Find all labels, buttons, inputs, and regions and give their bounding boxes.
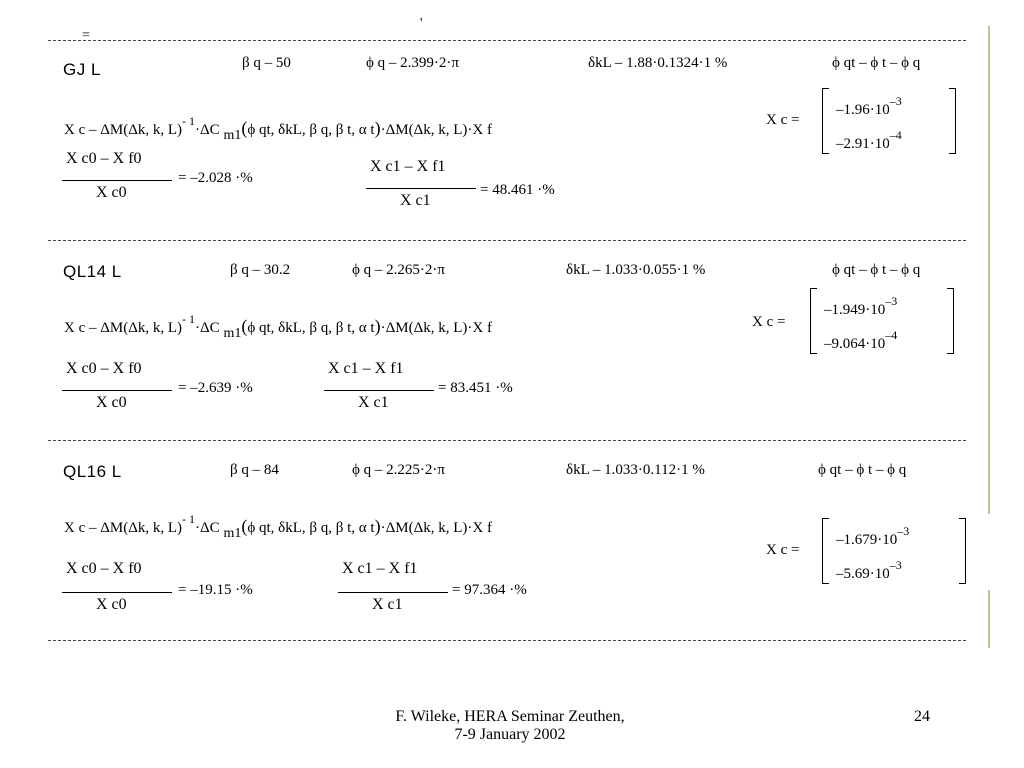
phi-qt-def: ϕ qt – ϕ t – ϕ q <box>832 262 921 278</box>
separator-2 <box>48 440 966 441</box>
dkl-def: δkL – 1.033·0.112·1 % <box>566 462 705 478</box>
beta-q-def: β q – 84 <box>230 462 279 478</box>
xc-equation-args: ϕ qt, δkL, β q, β t, α t <box>247 122 375 138</box>
xc-equation-dc: ·ΔC <box>195 520 220 536</box>
phi-q-def: ϕ q – 2.399·2·π <box>366 55 459 71</box>
matrix-bracket-right <box>947 288 954 354</box>
section-title: QL16 L <box>63 462 122 481</box>
fraction-bar <box>324 390 434 391</box>
phi-q-def: ϕ q – 2.225·2·π <box>352 462 445 478</box>
dkl-def: δkL – 1.88·0.1324·1 % <box>588 55 728 71</box>
xc-result-matrix: –1.96·10–3 –2.91·10–4 <box>822 88 956 154</box>
separator-3 <box>48 640 966 641</box>
fraction-denominator: X c0 <box>96 394 127 411</box>
fraction-numerator: X c1 – X f1 <box>328 360 404 377</box>
fraction-numerator: X c1 – X f1 <box>370 158 446 175</box>
phi-qt-def: ϕ qt – ϕ t – ϕ q <box>832 55 921 71</box>
relative-change-0: X c0 – X f0 X c0 <box>62 560 172 622</box>
matrix-bracket-right <box>959 518 966 584</box>
relative-change-1: X c1 – X f1 X c1 <box>324 360 434 420</box>
relative-change-1: X c1 – X f1 X c1 <box>338 560 448 622</box>
xc-equation-lhs: X c – ΔM(Δk, k, L) <box>64 320 183 336</box>
matrix-cell-1: –5.69·10–3 <box>836 558 902 582</box>
xc-equation-m1: m1 <box>223 128 242 143</box>
relative-change-1-value: = 97.364 ·% <box>452 582 527 598</box>
xc-equation-m1: m1 <box>223 526 242 541</box>
xc-equation-dc: ·ΔC <box>195 122 220 138</box>
xc-equation: X c – ΔM(Δk, k, L)- 1·ΔC m1(ϕ qt, δkL, β… <box>64 114 492 143</box>
fraction-numerator: X c0 – X f0 <box>66 560 142 577</box>
relative-change-0-value: = –2.028 ·% <box>178 170 253 186</box>
relative-change-1-value: = 83.451 ·% <box>438 380 513 396</box>
footer-line-2: 7-9 January 2002 <box>454 726 566 743</box>
top-mark-center: ' <box>420 16 423 31</box>
section-title: QL14 L <box>63 262 122 281</box>
xc-result-label: X c = <box>766 542 800 558</box>
matrix-cell-0: –1.679·10–3 <box>836 524 910 548</box>
footer-citation: F. Wileke, HERA Seminar Zeuthen, 7-9 Jan… <box>340 708 680 744</box>
fraction-numerator: X c0 – X f0 <box>66 150 142 167</box>
xc-equation-m1: m1 <box>223 326 242 341</box>
matrix-cell-1: –2.91·10–4 <box>836 128 902 152</box>
footer-line-1: F. Wileke, HERA Seminar Zeuthen, <box>395 708 625 725</box>
xc-equation: X c – ΔM(Δk, k, L)- 1·ΔC m1(ϕ qt, δkL, β… <box>64 312 492 341</box>
fraction-bar <box>62 180 172 181</box>
relative-change-1: X c1 – X f1 X c1 <box>366 158 476 218</box>
xc-result-label: X c = <box>752 314 786 330</box>
dkl-def: δkL – 1.033·0.055·1 % <box>566 262 706 278</box>
fraction-bar <box>338 592 448 593</box>
green-rule-bottom <box>988 590 990 648</box>
xc-equation: X c – ΔM(Δk, k, L)- 1·ΔC m1(ϕ qt, δkL, β… <box>64 512 492 541</box>
matrix-cell-1: –9.064·10–4 <box>824 328 898 352</box>
phi-qt-def: ϕ qt – ϕ t – ϕ q <box>818 462 907 478</box>
inverse-exponent: - 1 <box>182 114 196 128</box>
xc-equation-tail: ·ΔM(Δk, k, L)·X f <box>380 320 492 336</box>
beta-q-def: β q – 30.2 <box>230 262 291 278</box>
beta-q-def: β q – 50 <box>242 55 291 71</box>
fraction-bar <box>366 188 476 189</box>
phi-q-def: ϕ q – 2.265·2·π <box>352 262 445 278</box>
green-rule-top <box>988 26 990 514</box>
xc-equation-tail: ·ΔM(Δk, k, L)·X f <box>380 520 492 536</box>
fraction-numerator: X c0 – X f0 <box>66 360 142 377</box>
separator-0 <box>48 40 966 41</box>
fraction-denominator: X c1 <box>372 596 403 613</box>
fraction-denominator: X c0 <box>96 184 127 201</box>
fraction-denominator: X c0 <box>96 596 127 613</box>
matrix-bracket-left <box>822 88 829 154</box>
matrix-bracket-left <box>822 518 829 584</box>
page-number: 24 <box>914 708 930 725</box>
xc-result-label: X c = <box>766 112 800 128</box>
fraction-bar <box>62 390 172 391</box>
fraction-bar <box>62 592 172 593</box>
relative-change-0-value: = –2.639 ·% <box>178 380 253 396</box>
inverse-exponent: - 1 <box>182 312 196 326</box>
matrix-cell-0: –1.96·10–3 <box>836 94 902 118</box>
top-mark-left: = <box>82 28 90 43</box>
xc-equation-args: ϕ qt, δkL, β q, β t, α t <box>247 320 375 336</box>
inverse-exponent: - 1 <box>182 512 196 526</box>
fraction-denominator: X c1 <box>358 394 389 411</box>
xc-equation-lhs: X c – ΔM(Δk, k, L) <box>64 122 183 138</box>
separator-1 <box>48 240 966 241</box>
xc-equation-lhs: X c – ΔM(Δk, k, L) <box>64 520 183 536</box>
relative-change-0: X c0 – X f0 X c0 <box>62 360 172 420</box>
section-title: GJ L <box>63 60 101 79</box>
matrix-cell-0: –1.949·10–3 <box>824 294 898 318</box>
relative-change-0-value: = –19.15 ·% <box>178 582 253 598</box>
matrix-bracket-left <box>810 288 817 354</box>
xc-result-matrix: –1.949·10–3 –9.064·10–4 <box>810 288 954 354</box>
relative-change-0: X c0 – X f0 X c0 <box>62 150 172 210</box>
xc-equation-dc: ·ΔC <box>195 320 220 336</box>
xc-equation-args: ϕ qt, δkL, β q, β t, α t <box>247 520 375 536</box>
fraction-numerator: X c1 – X f1 <box>342 560 418 577</box>
relative-change-1-value: = 48.461 ·% <box>480 182 555 198</box>
fraction-denominator: X c1 <box>400 192 431 209</box>
xc-result-matrix: –1.679·10–3 –5.69·10–3 <box>822 518 966 584</box>
xc-equation-tail: ·ΔM(Δk, k, L)·X f <box>380 122 492 138</box>
matrix-bracket-right <box>949 88 956 154</box>
